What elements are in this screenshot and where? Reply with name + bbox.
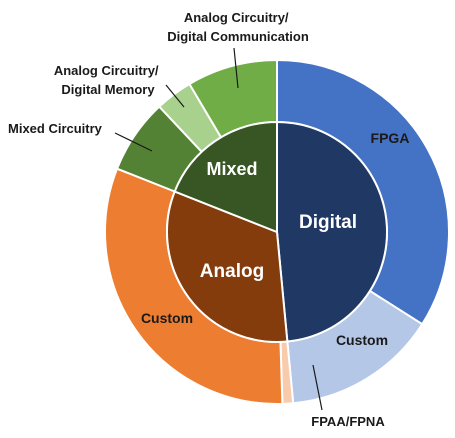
label-line-1: Analog Circuitry/ — [54, 63, 159, 78]
outer-label-analog-digital-communication: Analog Circuitry/ Digital Communication — [167, 10, 309, 44]
outer-label-digital-custom: Custom — [336, 332, 388, 348]
inner-label-mixed: Mixed — [206, 159, 257, 179]
outer-label-analog-digital-memory: Analog Circuitry/ Digital Memory — [54, 63, 162, 97]
inner-label-digital: Digital — [299, 212, 357, 233]
outer-label-fpaa-fpna: FPAA/FPNA — [311, 414, 385, 429]
leader-lines — [114, 47, 323, 411]
label-line-2: Digital Memory — [61, 82, 155, 97]
leader-line-fpaa-fpna — [312, 364, 323, 411]
leader-line-analog-digital-communication — [233, 47, 239, 89]
inner-slice-digital — [276, 120, 388, 343]
chart-rings — [104, 58, 450, 405]
outer-label-analog-custom: Custom — [141, 310, 193, 326]
leader-line-analog-digital-memory — [165, 84, 185, 108]
label-line-1: Analog Circuitry/ — [184, 10, 289, 25]
inner-slice-analog — [166, 190, 289, 343]
inner-slice-mixed — [173, 120, 278, 234]
outer-label-mixed-circuitry: Mixed Circuitry — [8, 121, 103, 136]
label-line-2: Digital Communication — [167, 29, 309, 44]
outer-label-fpga: FPGA — [371, 130, 410, 146]
leader-line-mixed-circuitry — [114, 132, 153, 152]
inner-label-analog: Analog — [200, 261, 264, 282]
